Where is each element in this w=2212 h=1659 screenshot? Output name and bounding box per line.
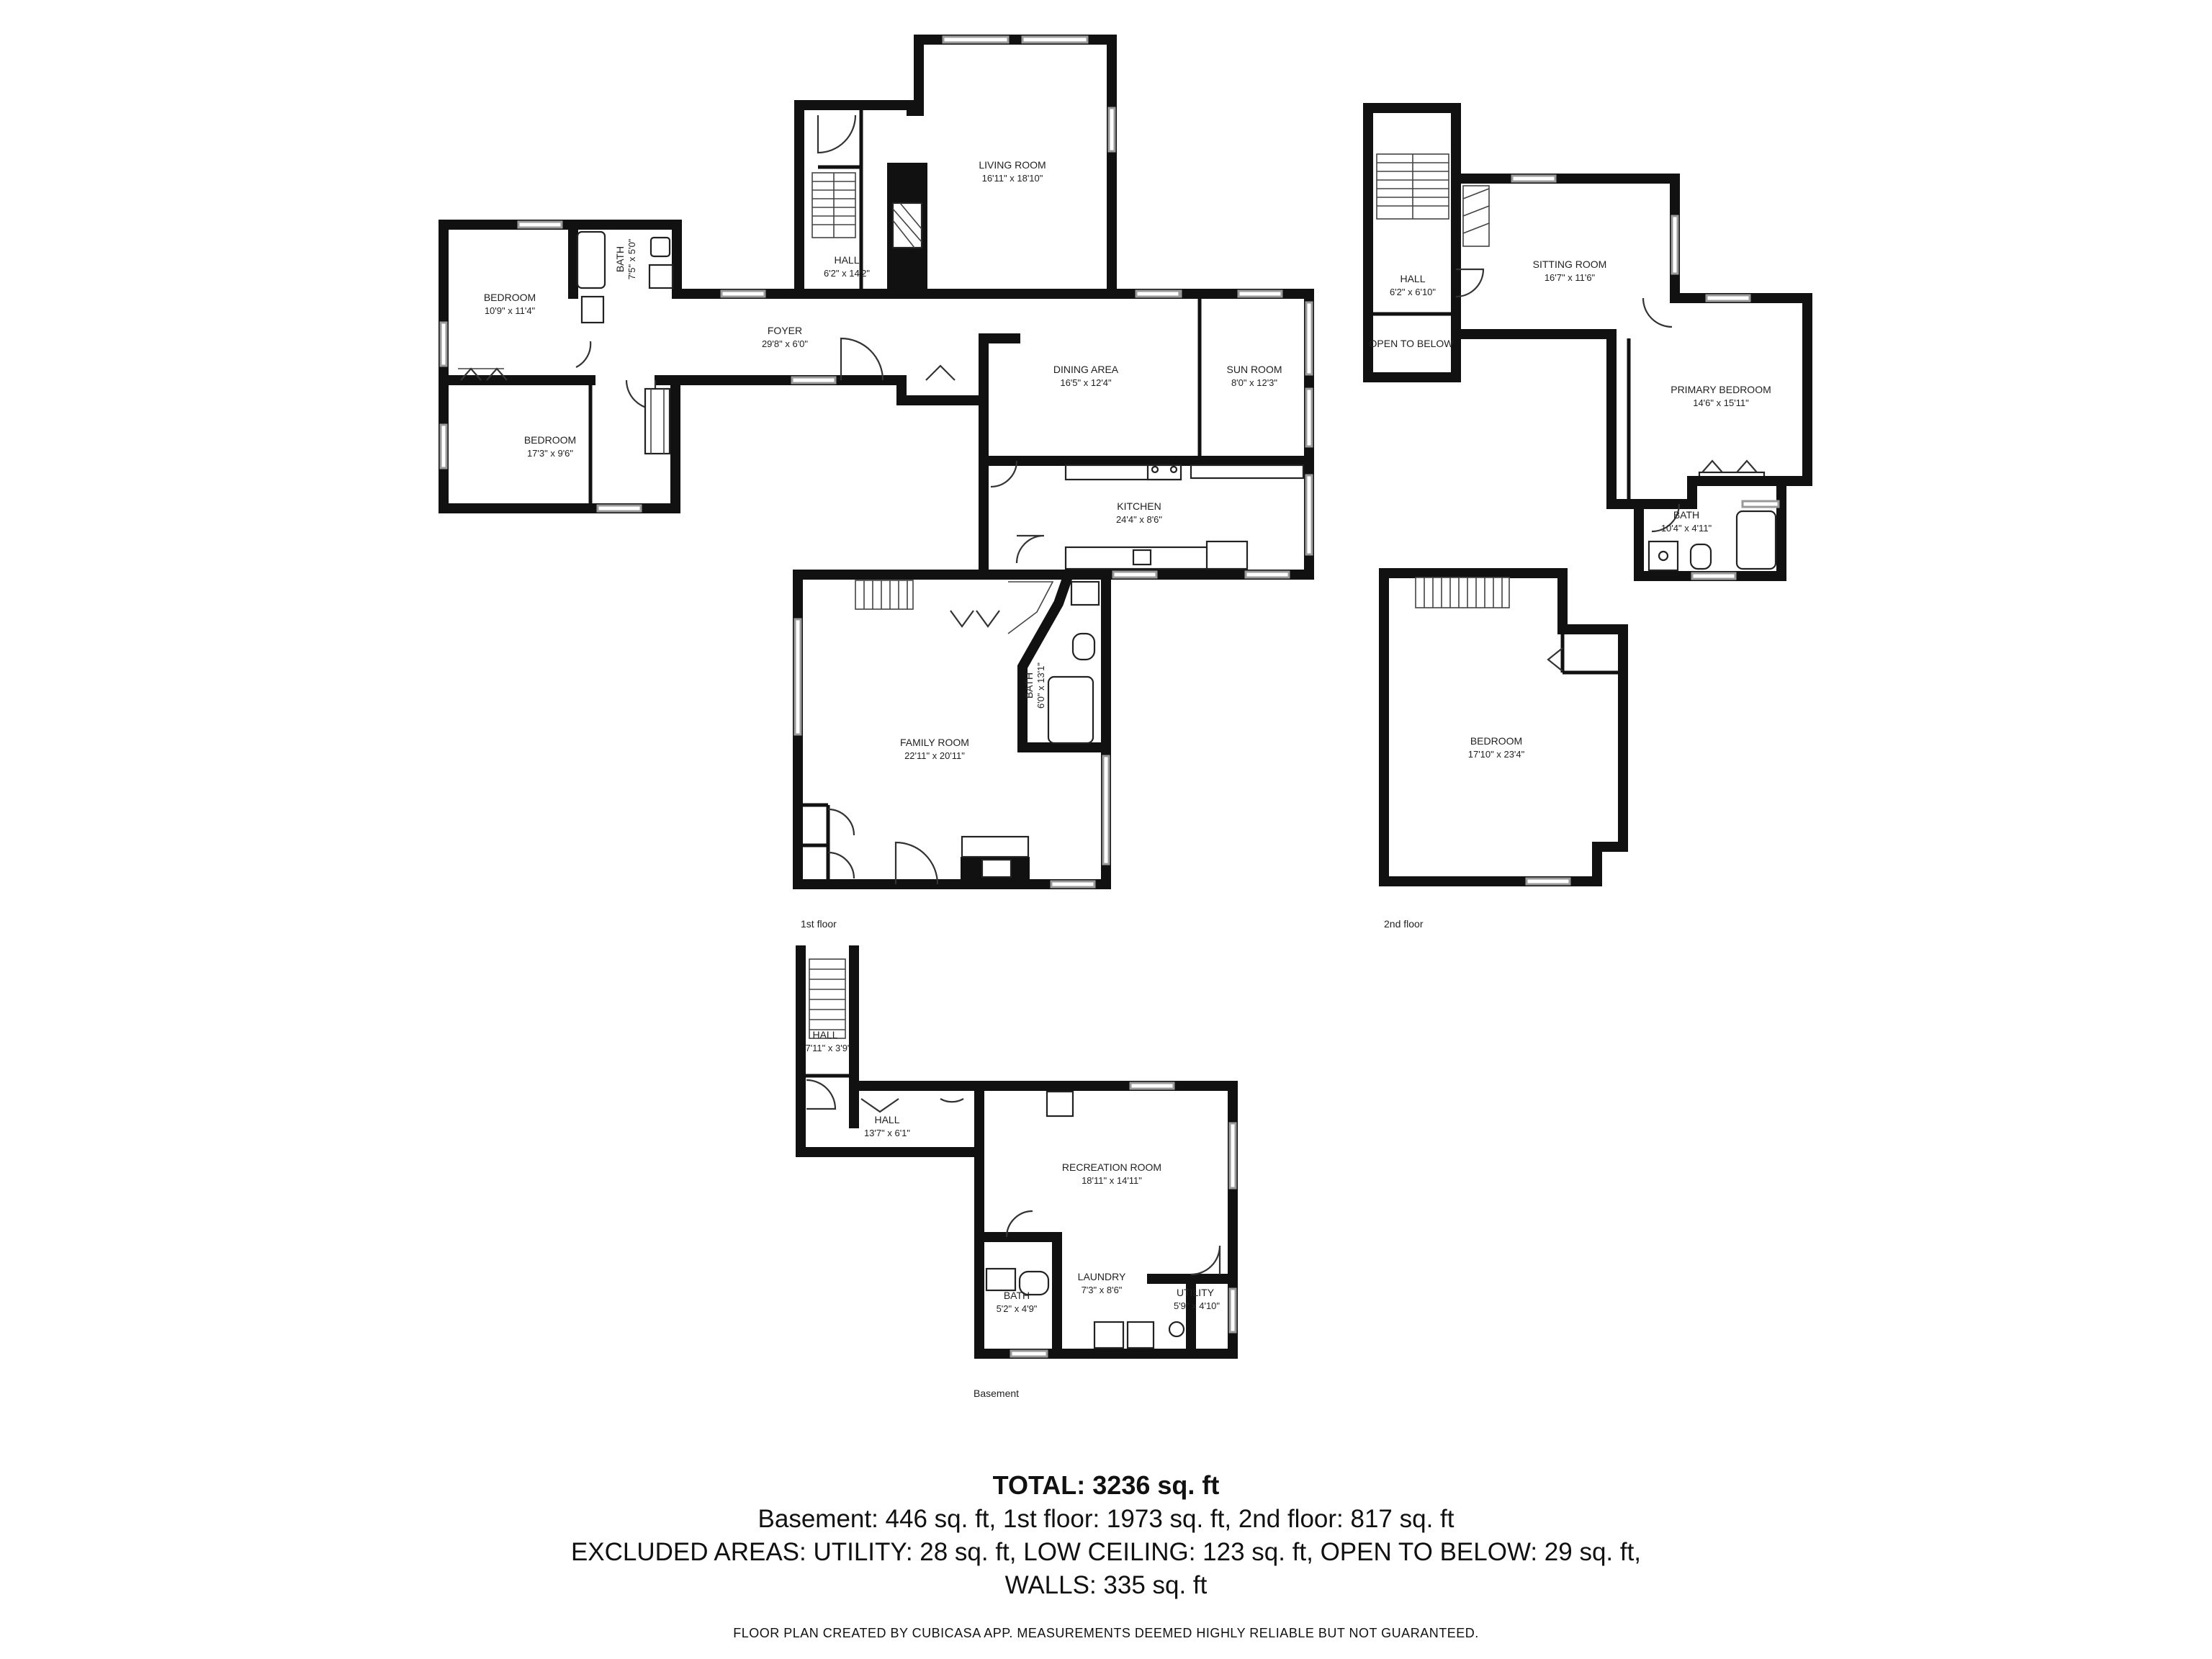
room-dimensions: 10'4" x 4'11" xyxy=(1661,523,1712,534)
west-wing-walls xyxy=(439,220,682,513)
room-name: BATH xyxy=(1023,673,1035,698)
room-name: BEDROOM xyxy=(524,434,576,446)
room-name: KITCHEN xyxy=(1117,500,1161,512)
hall-2f-stairs xyxy=(1376,153,1449,220)
excluded-areas: EXCLUDED AREAS: UTILITY: 28 sq. ft, LOW … xyxy=(570,1538,1642,1566)
room-dimensions: 5'9" x 4'10" xyxy=(1174,1300,1220,1311)
room-name: UTILITY xyxy=(1177,1287,1215,1298)
room-name: DINING AREA xyxy=(1053,364,1119,375)
room-name: SUN ROOM xyxy=(1227,364,1282,375)
room-dimensions: 10'9" x 11'4" xyxy=(485,305,536,316)
bathtub-top xyxy=(576,230,606,289)
room-name: PRIMARY BEDROOM xyxy=(1671,384,1771,395)
room-dimensions: 13'7" x 6'1" xyxy=(864,1128,910,1138)
basement-plan xyxy=(796,945,1238,1359)
room-dimensions: 17'3" x 9'6" xyxy=(527,448,573,459)
basement-outer-walls xyxy=(796,945,1238,1359)
room-name: BATH xyxy=(1004,1290,1030,1301)
second-floor-plan xyxy=(1363,103,1812,886)
room-dimensions: 6'0" x 13'1" xyxy=(1035,662,1046,709)
room-dimensions: 24'4" x 8'6" xyxy=(1116,514,1162,525)
floor-label: 2nd floor xyxy=(1384,918,1424,930)
basement-stairs xyxy=(809,958,846,1039)
room-dimensions: 18'11" x 14'11" xyxy=(1082,1175,1142,1186)
room-dimensions: 17'10" x 23'4" xyxy=(1468,749,1525,760)
room-name: LIVING ROOM xyxy=(979,159,1046,171)
room-dimensions: 7'5" x 5'0" xyxy=(626,238,637,279)
disclaimer: FLOOR PLAN CREATED BY CUBICASA APP. MEAS… xyxy=(733,1626,1479,1640)
floor-label: Basement xyxy=(974,1388,1019,1399)
room-name: BEDROOM xyxy=(1470,735,1522,747)
bathtub-mid xyxy=(1047,675,1094,745)
hall-stairs xyxy=(811,172,856,238)
room-name: BEDROOM xyxy=(484,292,536,303)
room-dimensions: 7'3" x 8'6" xyxy=(1082,1285,1123,1295)
room-name: FAMILY ROOM xyxy=(900,737,969,748)
room-name: OPEN TO BELOW xyxy=(1370,338,1455,349)
room-name: LAUNDRY xyxy=(1078,1271,1126,1282)
room-name: HALL xyxy=(812,1029,837,1040)
walls-area: WALLS: 335 sq. ft xyxy=(1004,1571,1208,1599)
room-name: HALL xyxy=(834,254,859,266)
primary-bedroom-walls xyxy=(1606,293,1812,581)
room-dimensions: 29'8" x 6'0" xyxy=(762,338,808,349)
room-dimensions: 8'0" x 12'3" xyxy=(1231,377,1277,388)
room-name: SITTING ROOM xyxy=(1533,258,1607,270)
mid-bath-walls xyxy=(1017,568,1111,752)
room-dimensions: 16'5" x 12'4" xyxy=(1060,377,1112,388)
room-dimensions: 22'11" x 20'11" xyxy=(904,750,965,761)
room-labels: LIVING ROOM 16'11" x 18'10" HALL 6'2" x … xyxy=(484,159,1771,1399)
room-dimensions: 5'2" x 4'9" xyxy=(997,1303,1038,1314)
room-name: HALL xyxy=(874,1114,899,1125)
hall-2f-walls xyxy=(1363,103,1461,382)
bedroom-2f-stairs xyxy=(1415,577,1510,608)
room-dimensions: 16'11" x 18'10" xyxy=(982,173,1043,184)
room-name: BATH xyxy=(1673,509,1699,521)
floor-areas: Basement: 446 sq. ft, 1st floor: 1973 sq… xyxy=(757,1505,1455,1533)
family-stairs xyxy=(855,580,1054,634)
bathtub-2f xyxy=(1735,510,1777,570)
total-area: TOTAL: 3236 sq. ft xyxy=(992,1470,1220,1500)
room-name: BATH xyxy=(614,246,626,272)
room-dimensions: 7'11" x 3'9" xyxy=(805,1043,850,1053)
bedroom-2f-walls xyxy=(1379,568,1628,886)
room-dimensions: 6'2" x 6'10" xyxy=(1390,287,1436,297)
room-dimensions: 16'7" x 11'6" xyxy=(1545,272,1596,283)
room-dimensions: 6'2" x 14'2" xyxy=(824,268,870,279)
room-name: HALL xyxy=(1400,273,1425,284)
first-floor-plan xyxy=(439,35,1314,889)
room-name: RECREATION ROOM xyxy=(1062,1161,1161,1173)
room-dimensions: 14'6" x 15'11" xyxy=(1693,397,1749,408)
room-name: FOYER xyxy=(768,325,802,336)
floor-label: 1st floor xyxy=(801,918,837,930)
